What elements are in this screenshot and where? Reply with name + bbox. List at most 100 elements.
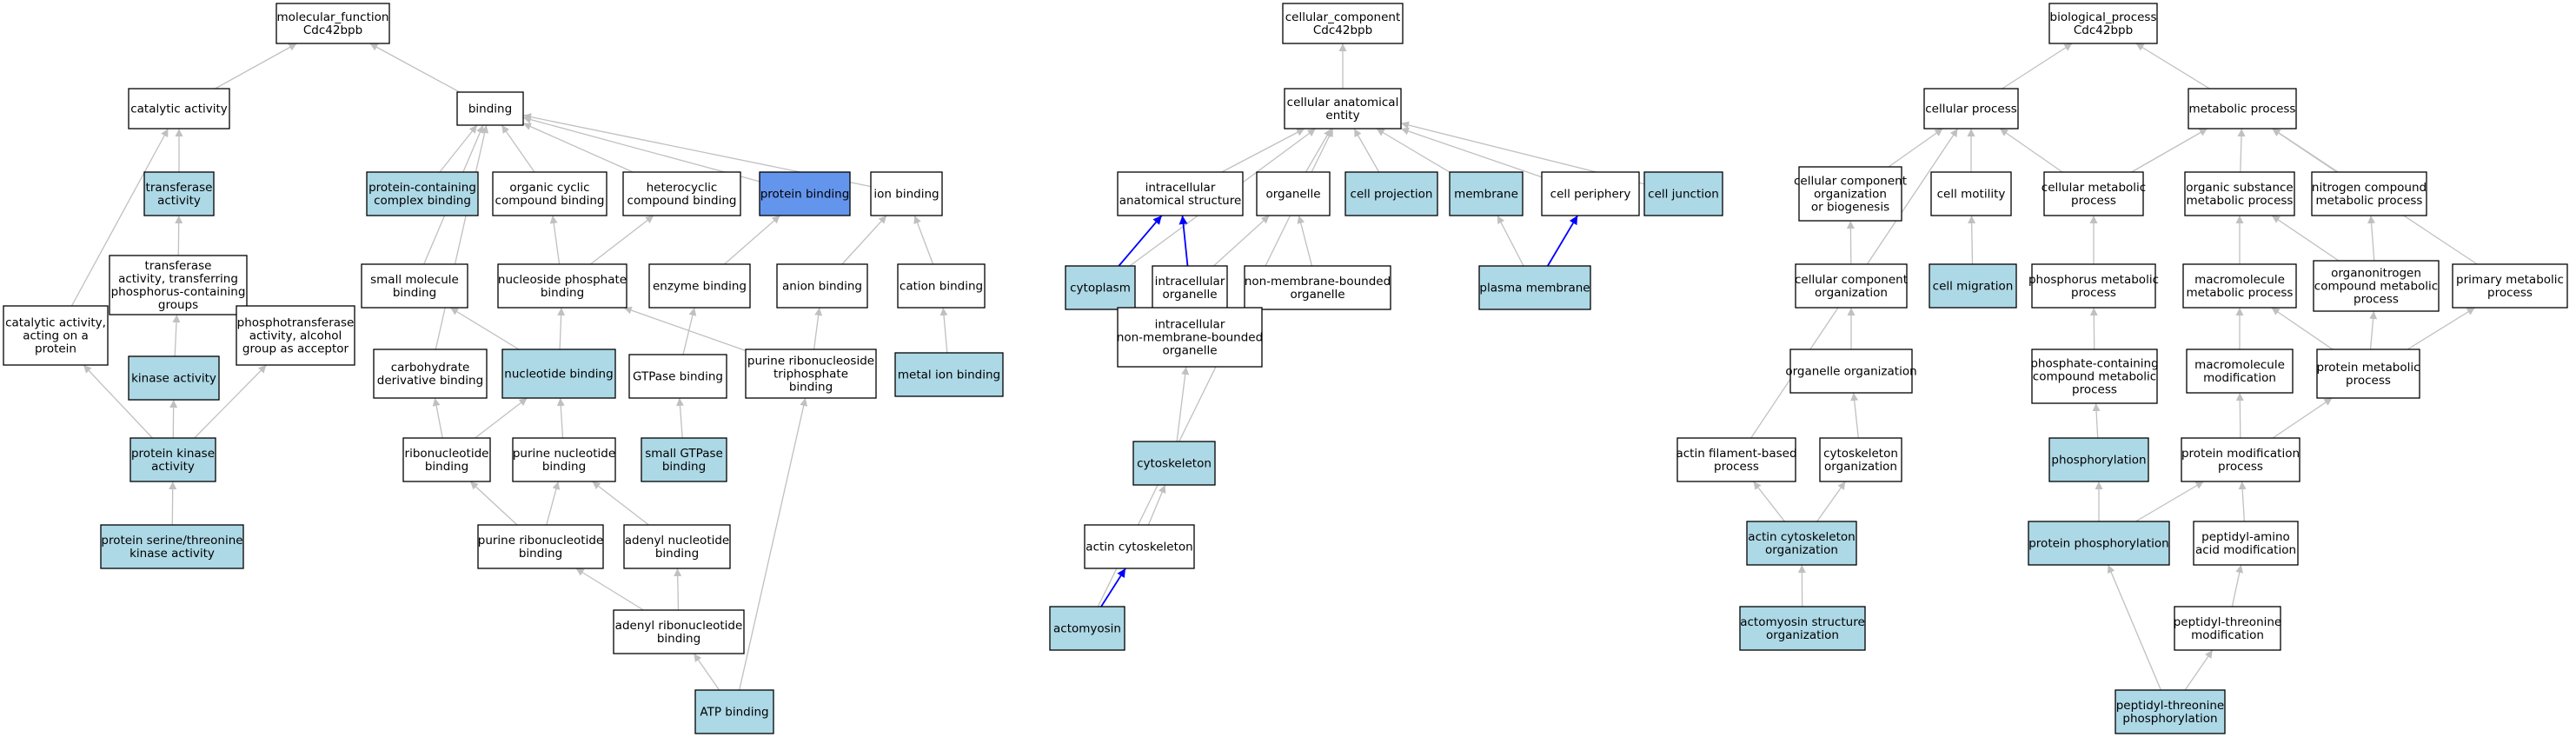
node-gtpaseb[interactable]: GTPase binding bbox=[628, 354, 727, 399]
node-label-line: organic substance bbox=[2186, 181, 2293, 195]
node-ionbind[interactable]: ion binding bbox=[870, 171, 943, 216]
node-label-line: ribonucleotide bbox=[405, 447, 489, 461]
node-label-line: metabolic process bbox=[2189, 103, 2296, 116]
node-actomyosin[interactable]: actomyosin bbox=[1049, 606, 1125, 651]
node-box bbox=[1930, 171, 2012, 216]
node-atp[interactable]: ATP binding bbox=[694, 689, 774, 734]
node-cytoskel[interactable]: cytoskeleton bbox=[1132, 441, 1216, 486]
node-cellproj[interactable]: cell projection bbox=[1344, 171, 1438, 216]
node-box bbox=[622, 171, 741, 216]
edge-ribob-to-carbder bbox=[432, 397, 443, 439]
node-metalion[interactable]: metal ion binding bbox=[894, 352, 1004, 397]
node-celljunc[interactable]: cell junction bbox=[1643, 171, 1723, 216]
node-label-line: purine ribonucleoside bbox=[747, 355, 874, 368]
node-label-line: actin cytoskeleton bbox=[1748, 530, 1855, 544]
edge-cytoorg-to-orgorg bbox=[1850, 392, 1859, 439]
node-box bbox=[477, 524, 604, 569]
edge-nphb-to-hcb bbox=[590, 215, 654, 265]
node-protbind[interactable]: protein binding bbox=[759, 171, 851, 216]
edge-cellproc-to-bp bbox=[2002, 43, 2073, 90]
node-box bbox=[2313, 260, 2440, 312]
node-box bbox=[1344, 171, 1438, 216]
node-cellmot[interactable]: cell motility bbox=[1930, 171, 2012, 216]
node-icnmbo[interactable]: intracellularnon-membrane-boundedorganel… bbox=[1117, 307, 1263, 368]
edge-atp-to-adenylrib bbox=[693, 653, 720, 691]
node-label-line: intracellular bbox=[1155, 275, 1225, 289]
node-membrane[interactable]: membrane bbox=[1449, 171, 1524, 216]
node-label-line: protein serine/threonine bbox=[101, 534, 242, 548]
edge-purnb-to-nucb bbox=[556, 397, 565, 439]
node-actincyto[interactable]: actin cytoskeleton bbox=[1084, 524, 1195, 569]
node-phosphorylation[interactable]: phosphorylation bbox=[2048, 437, 2149, 482]
node-box bbox=[456, 91, 524, 126]
node-label-line: binding bbox=[393, 286, 436, 300]
node-catalytic[interactable]: catalytic activity bbox=[128, 88, 230, 129]
node-label-line: GTPase binding bbox=[633, 370, 723, 384]
node-label-line: binding bbox=[425, 460, 468, 474]
node-protphos[interactable]: protein phosphorylation bbox=[2028, 521, 2170, 566]
node-enzb[interactable]: enzyme binding bbox=[648, 263, 751, 309]
node-kinase[interactable]: kinase activity bbox=[128, 355, 220, 401]
node-metaproc[interactable]: metabolic process bbox=[2188, 88, 2297, 129]
node-orgorg[interactable]: organelle organization bbox=[1785, 349, 1917, 394]
node-box bbox=[1923, 88, 2019, 129]
node-anionb[interactable]: anion binding bbox=[776, 263, 868, 309]
node-nucb[interactable]: nucleotide binding bbox=[501, 349, 616, 399]
node-organelle[interactable]: organelle bbox=[1256, 171, 1331, 216]
node-plasmamem[interactable]: plasma membrane bbox=[1478, 265, 1591, 310]
node-cationb[interactable]: cation binding bbox=[897, 263, 986, 309]
node-cellproc[interactable]: cellular process bbox=[1923, 88, 2019, 129]
edge-prtpb-to-nphb bbox=[623, 306, 747, 352]
node-binding[interactable]: binding bbox=[456, 91, 524, 126]
node-cellmig[interactable]: cell migration bbox=[1929, 263, 2017, 309]
node-cytoplasm[interactable]: cytoplasm bbox=[1065, 265, 1136, 310]
node-cellperi[interactable]: cell periphery bbox=[1541, 171, 1640, 216]
